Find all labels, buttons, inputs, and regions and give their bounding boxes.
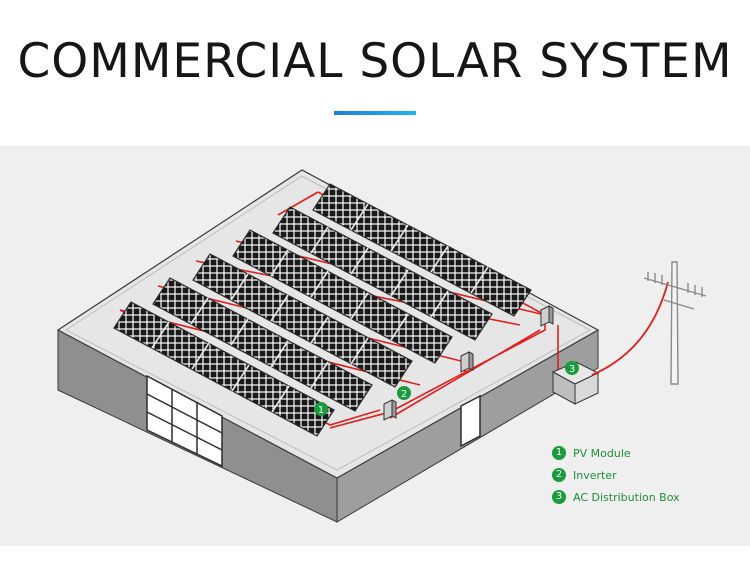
legend-item-pv-module: 1 PV Module [552, 442, 680, 464]
marker-ac-distribution-box-number: 3 [569, 364, 575, 375]
side-door [460, 394, 481, 448]
pv-module-rows [113, 183, 532, 437]
inverter [460, 351, 474, 373]
legend-number: 1 [552, 446, 566, 460]
marker-pv-module-number: 1 [318, 405, 324, 416]
marker-inverter: 2 [397, 386, 411, 400]
legend-label: AC Distribution Box [573, 490, 680, 504]
legend-item-inverter: 2 Inverter [552, 464, 680, 486]
inverters [383, 305, 554, 421]
pv-module-row [312, 183, 532, 317]
page-title: COMMERCIAL SOLAR SYSTEM [17, 34, 733, 89]
legend-label: Inverter [573, 468, 617, 482]
marker-inverter-number: 2 [401, 389, 407, 400]
component-markers: 1 2 3 [314, 361, 579, 416]
legend-number: 3 [552, 490, 566, 504]
legend: 1 PV Module 2 Inverter 3 AC Distribution… [552, 442, 680, 508]
legend-item-ac-distribution-box: 3 AC Distribution Box [552, 486, 680, 508]
marker-ac-distribution-box: 3 [565, 361, 579, 375]
legend-number: 2 [552, 468, 566, 482]
roof-parapet-edge [65, 175, 592, 471]
title-accent-bar [334, 111, 416, 115]
warehouse-door [146, 374, 223, 468]
inverter [383, 399, 397, 421]
inverter [540, 305, 554, 327]
grid-connection-wire [591, 281, 669, 376]
utility-pole [643, 261, 707, 385]
legend-label: PV Module [573, 446, 631, 460]
marker-pv-module: 1 [314, 402, 328, 416]
